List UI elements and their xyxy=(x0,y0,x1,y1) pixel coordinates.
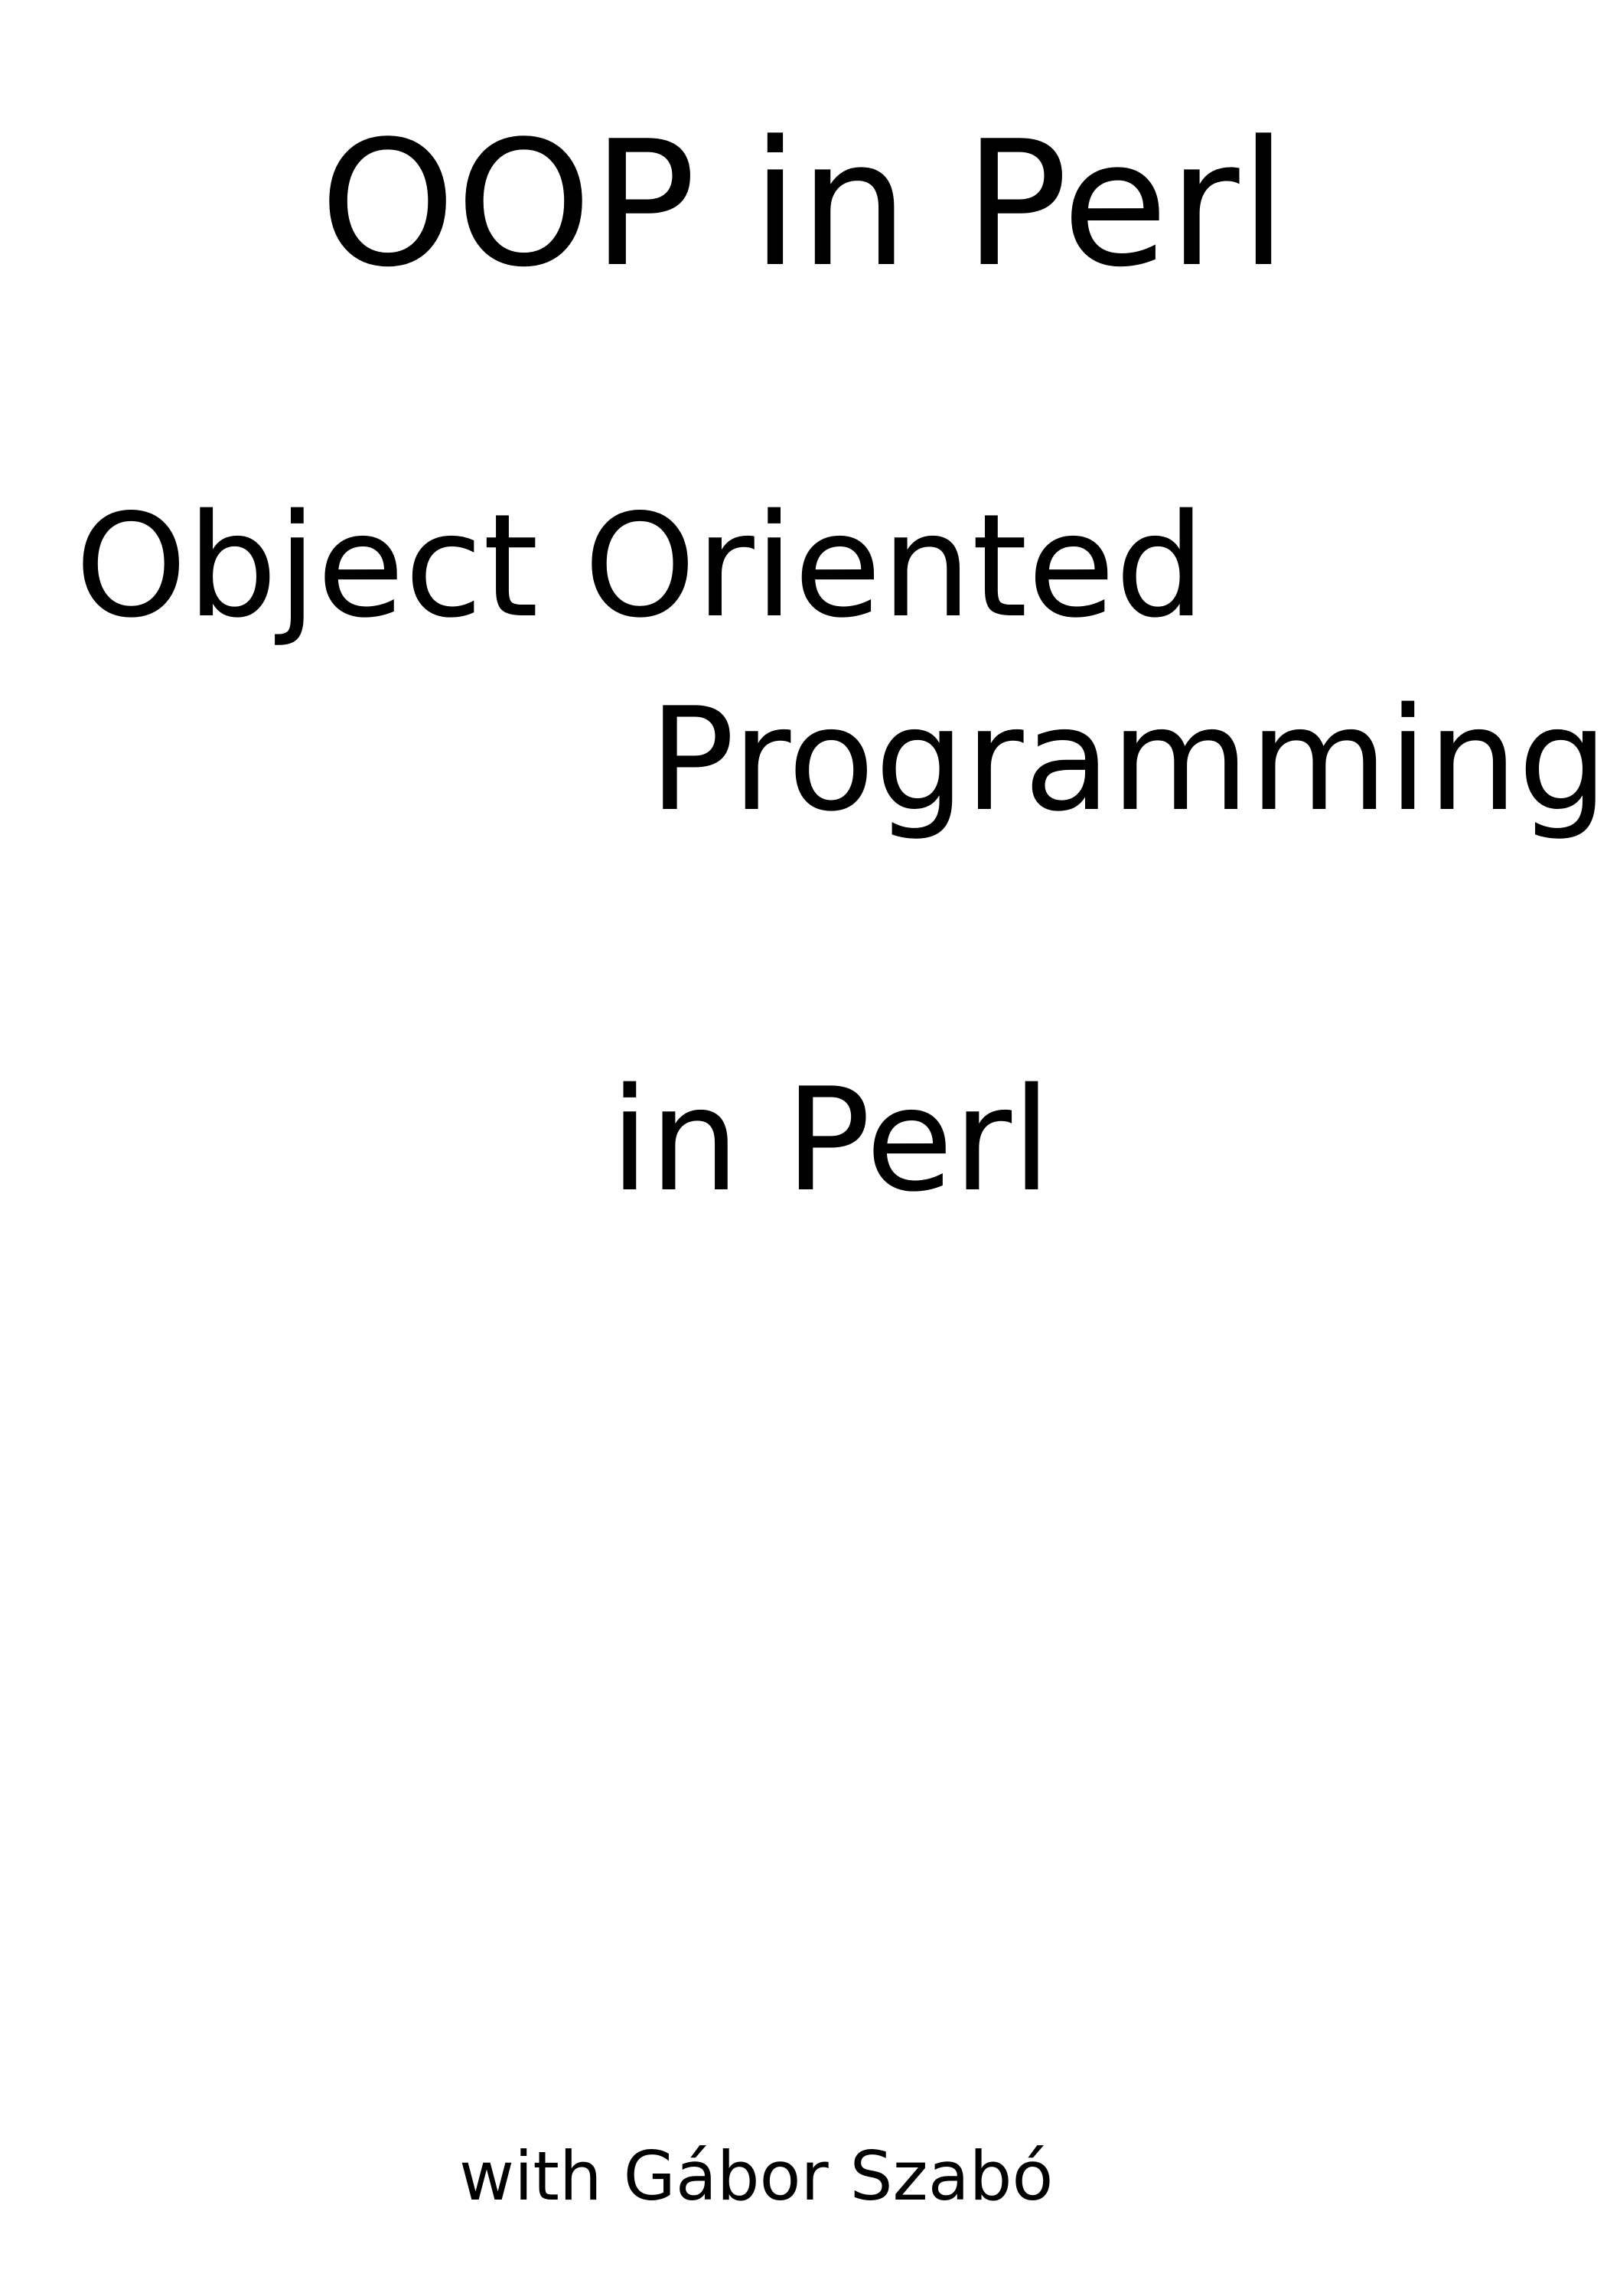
subtitle-line-object-oriented: Object Oriented xyxy=(75,483,1206,649)
subtitle-line-programming: Programming xyxy=(649,677,1607,843)
author-credit: with Gábor Szabó xyxy=(459,2137,1054,2216)
subtitle-line-in-perl: in Perl xyxy=(610,1057,1051,1223)
document-title: OOP in Perl xyxy=(319,104,1288,305)
